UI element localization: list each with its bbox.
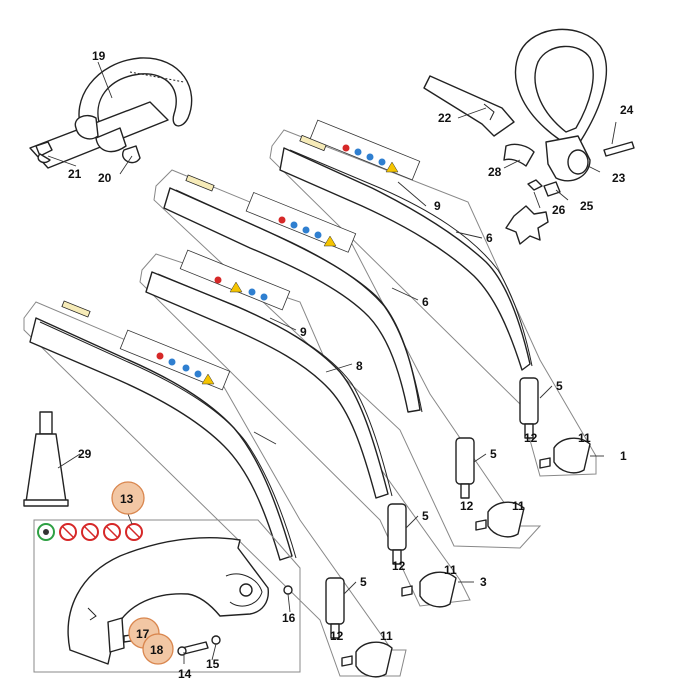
callout-11b: 11 xyxy=(512,499,525,513)
callout-11c: 11 xyxy=(444,563,457,577)
callout-9a: 9 xyxy=(434,199,441,213)
callout-20: 20 xyxy=(98,171,112,185)
callout-9b: 9 xyxy=(300,325,307,339)
callout-26: 26 xyxy=(552,203,566,217)
deflector-guard[interactable] xyxy=(67,537,269,665)
shaft-coupling-2[interactable] xyxy=(455,437,525,538)
callout-16: 16 xyxy=(282,611,296,625)
callout-15: 15 xyxy=(206,657,220,671)
callout-12a: 12 xyxy=(524,431,538,445)
callout-14: 14 xyxy=(178,667,192,681)
callout-11a: 11 xyxy=(578,431,591,445)
callout-6b: 6 xyxy=(422,295,429,309)
shaft-coupling-3[interactable] xyxy=(387,503,457,608)
callout-11d: 11 xyxy=(380,629,393,643)
callout-1: 1 xyxy=(620,449,627,463)
callout-13: 13 xyxy=(120,492,134,506)
callout-29: 29 xyxy=(78,447,92,461)
callout-12c: 12 xyxy=(392,559,406,573)
callout-12d: 12 xyxy=(330,629,344,643)
shaft-coupling-1[interactable] xyxy=(519,377,591,474)
warning-label-strip-4 xyxy=(119,329,231,391)
callout-23: 23 xyxy=(612,171,626,185)
callout-21: 21 xyxy=(68,167,82,181)
highlight-18[interactable] xyxy=(142,633,174,665)
warning-label-strip-2 xyxy=(245,191,357,253)
deflector-warning-icons xyxy=(37,523,143,541)
highlight-13[interactable] xyxy=(111,481,145,515)
callout-22: 22 xyxy=(438,111,452,125)
leader-lines xyxy=(47,61,617,664)
deflector-screws[interactable] xyxy=(107,585,293,656)
callout-5c: 5 xyxy=(422,509,429,523)
drive-shaft-tube-3[interactable] xyxy=(145,271,393,499)
callout-17: 17 xyxy=(136,627,150,641)
shaft-coupling-4[interactable] xyxy=(325,577,393,678)
kit-frame-1 xyxy=(269,129,597,477)
callout-25: 25 xyxy=(580,199,594,213)
drive-shaft-tube-4[interactable] xyxy=(29,300,297,561)
drive-shaft-tube-2[interactable] xyxy=(163,174,423,413)
callout-5b: 5 xyxy=(490,447,497,461)
drive-shaft-tube-1[interactable] xyxy=(279,134,533,371)
loop-handle-assembly[interactable] xyxy=(423,28,635,245)
warning-label-strip-1 xyxy=(309,119,421,181)
warning-label-strip-3 xyxy=(179,249,291,311)
deflector-kit-frame xyxy=(33,519,301,673)
callout-28: 28 xyxy=(488,165,502,179)
bike-handle-assembly[interactable] xyxy=(29,57,193,169)
callout-19: 19 xyxy=(92,49,106,63)
callout-3: 3 xyxy=(480,575,487,589)
callout-8: 8 xyxy=(356,359,363,373)
callout-6a: 6 xyxy=(486,231,493,245)
callout-labels: 19 21 20 22 24 28 23 26 25 9 6 6 9 8 5 1… xyxy=(68,49,634,681)
callout-18: 18 xyxy=(150,643,164,657)
callout-5a: 5 xyxy=(556,379,563,393)
callout-5d: 5 xyxy=(360,575,367,589)
callout-24: 24 xyxy=(620,103,634,117)
callout-12b: 12 xyxy=(460,499,474,513)
grease-tube[interactable] xyxy=(23,411,69,507)
